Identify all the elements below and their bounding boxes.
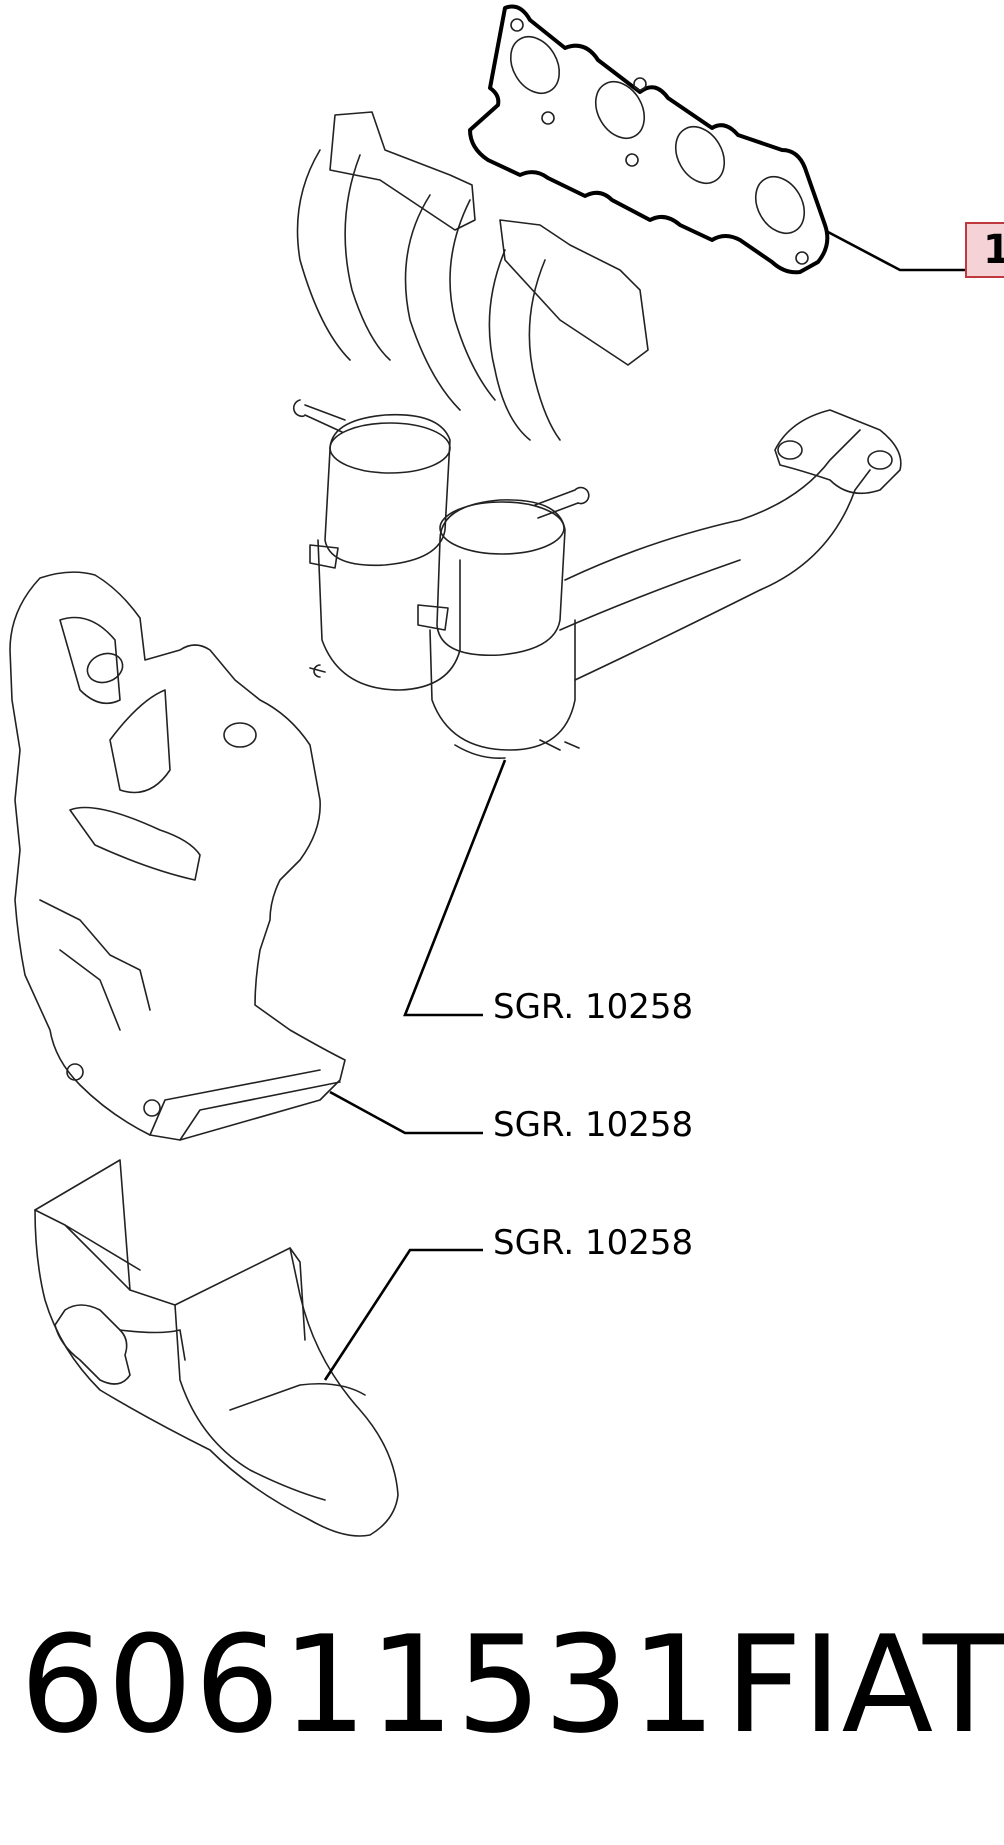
- lower-heat-shield[interactable]: [34, 1159, 399, 1537]
- part-number: 60611531: [20, 1607, 719, 1763]
- leader-line-catalyst: [403, 759, 507, 1017]
- leader-line-upper-shield: [329, 1090, 483, 1135]
- callout-leader-gasket: [827, 230, 967, 272]
- manifold-gasket[interactable]: [468, 4, 830, 275]
- reference-label-catalyst[interactable]: SGR. 10258: [493, 987, 694, 1027]
- reference-label-upper-shield[interactable]: SGR. 10258: [493, 1105, 694, 1145]
- brand-name: FIAT: [725, 1607, 1004, 1763]
- reference-label-lower-shield[interactable]: SGR. 10258: [493, 1223, 694, 1263]
- callout-number[interactable]: 1: [983, 227, 1004, 273]
- leader-line-lower-shield: [323, 1248, 483, 1381]
- upper-heat-shield[interactable]: [9, 571, 346, 1141]
- callout-box[interactable]: [965, 222, 1004, 278]
- manifold-catalyst-assembly[interactable]: [292, 111, 902, 760]
